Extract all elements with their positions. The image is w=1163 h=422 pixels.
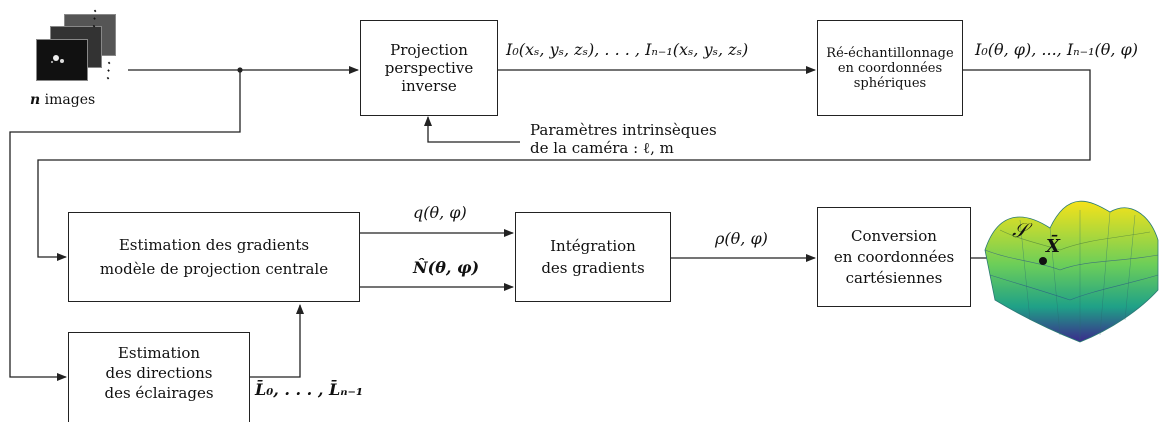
block-gradient-estimation: Estimation des gradients modèle de proje… [68,212,360,302]
block-cartesian-conversion: Conversion en coordonnées cartésiennes [817,207,971,307]
branch-to-lights [9,70,241,381]
surface-plot [984,200,1159,343]
block-line: inverse [401,77,457,95]
block-line: Ré-échantillonnage [826,45,954,61]
label-point-X: X̄ [1046,236,1060,257]
block-line: sphériques [853,75,927,91]
label-intensities-cartesian: I₀(xₛ, yₛ, zₛ), . . . , Iₙ₋₁(xₛ, yₛ, zₛ) [506,40,749,59]
block-lighting-estimation: Estimation des directions des éclairages [68,332,250,422]
block-line: Conversion [851,226,937,245]
label-camera-params-2: de la caméra : ℓ, m [530,139,674,157]
images-label: images [44,92,96,108]
block-line: en coordonnées [833,247,955,266]
diagram-canvas [9,66,1159,381]
label-q: q(θ, φ) [413,203,467,222]
block-line: des éclairages [104,384,214,402]
block-line: des directions [105,364,213,382]
n-symbol: n [30,92,41,108]
block-line: Intégration [550,237,636,255]
label-intensities-spherical: I₀(θ, φ), ..., Iₙ₋₁(θ, φ) [975,40,1138,59]
block-line: cartésiennes [845,268,943,287]
block-line: modèle de projection centrale [99,260,329,278]
block-line: Projection [390,41,468,59]
label-surface-S: 𝒮 [1012,218,1028,242]
label-rho: ρ(θ, φ) [715,229,768,248]
label-lights: L̄₀, . . . , L̄ₙ₋₁ [255,380,363,399]
images-caption: n images [30,92,95,108]
arrow-lights-to-gradients [250,304,304,378]
arrow-camera-params [424,116,520,143]
label-camera-params-1: Paramètres intrinsèques [530,121,717,139]
input-image-thumb [36,39,88,81]
block-line: perspective [384,59,474,77]
arrow-resample-to-gradients [37,69,1091,261]
block-spherical-resampling: Ré-échantillonnage en coordonnées sphéri… [817,20,963,116]
input-image-stack: ⋰ ⋰ [36,4,126,86]
block-gradient-integration: Intégration des gradients [515,212,671,302]
point-x-marker [1039,257,1047,265]
block-line: en coordonnées [837,60,943,76]
block-line: des gradients [541,259,645,277]
label-N: N̂(θ, φ) [413,258,480,277]
block-inverse-projection: Projection perspective inverse [360,20,498,116]
block-line: Estimation des gradients [118,236,310,254]
block-line: Estimation [117,344,201,362]
